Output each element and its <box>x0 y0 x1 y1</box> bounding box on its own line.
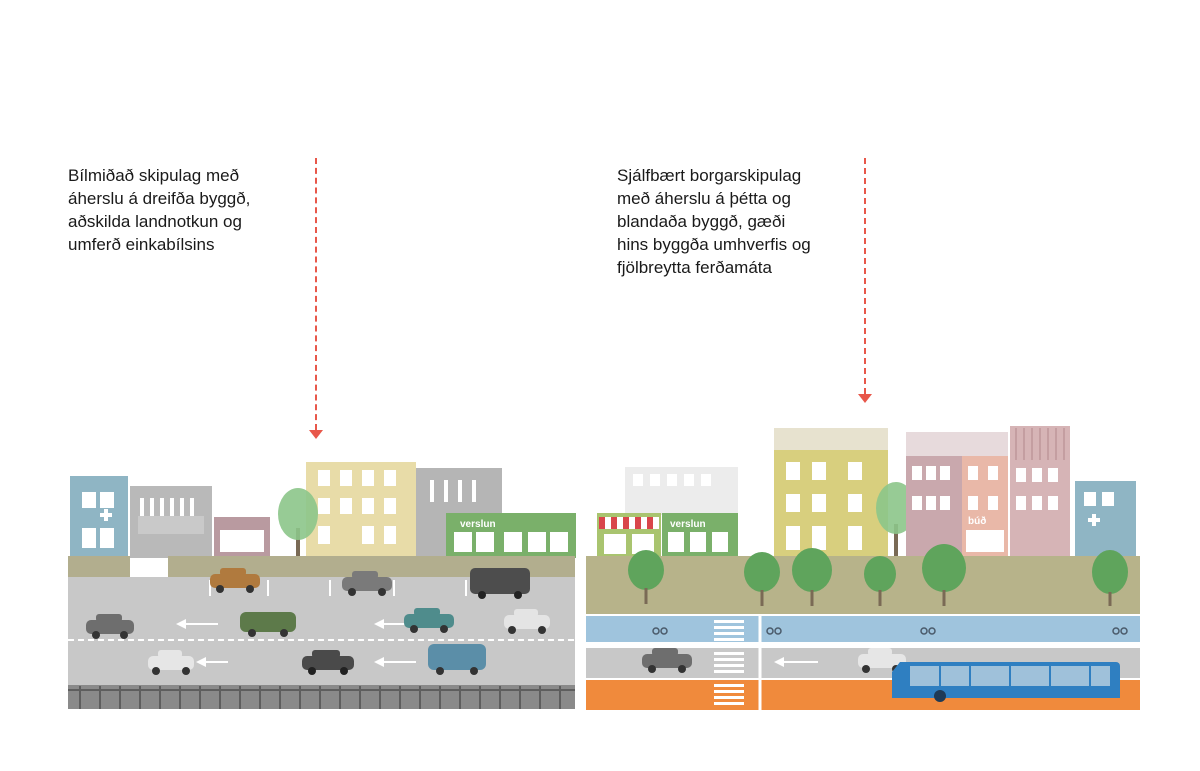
lane-arrows <box>176 619 416 667</box>
sidewalk <box>68 556 130 577</box>
van <box>470 568 530 599</box>
car <box>504 609 550 634</box>
right-caption: Sjálfbært borgarskipulag með áherslu á þ… <box>617 166 811 277</box>
right-street-scene: verslun búð <box>586 426 1140 710</box>
right-shop-sign: búð <box>968 515 986 527</box>
car <box>642 648 692 673</box>
shop-building <box>597 513 661 558</box>
crosswalk <box>714 620 744 705</box>
lane-arrow <box>774 657 818 667</box>
office-building <box>306 462 416 558</box>
trees-row <box>628 544 1128 594</box>
car <box>148 650 194 675</box>
tree <box>278 488 318 556</box>
mixed-use-building-yellow <box>774 428 888 558</box>
fence <box>68 685 575 709</box>
right-marker-arrow <box>858 394 872 403</box>
car <box>302 650 354 675</box>
plaza <box>586 556 1140 614</box>
car <box>210 568 260 593</box>
bus <box>892 662 1120 702</box>
right-marker-line <box>864 158 866 394</box>
clinic-building <box>70 476 128 556</box>
supermarket-building: verslun <box>446 513 576 558</box>
van <box>428 644 486 675</box>
car <box>86 614 134 639</box>
parking-garage <box>130 486 212 558</box>
bike-lane <box>586 616 1140 642</box>
left-marker-arrow <box>309 430 323 439</box>
right-store-sign: verslun <box>670 519 706 530</box>
supermarket-building: verslun <box>662 513 738 558</box>
mixed-use-building-pink: búð <box>906 432 1008 558</box>
left-marker-line <box>315 158 317 430</box>
minivan <box>240 612 296 637</box>
cyclists <box>652 627 1128 635</box>
left-store-sign: verslun <box>460 519 496 530</box>
small-shop-building <box>214 517 270 557</box>
car <box>404 608 454 633</box>
mixed-use-building-striped <box>1010 426 1070 558</box>
left-street-scene: verslun <box>68 462 576 709</box>
clinic-building <box>1075 481 1136 557</box>
white-building <box>625 467 738 515</box>
left-caption: Bílmiðað skipulag með áherslu á dreifða … <box>68 166 251 254</box>
car <box>342 571 392 596</box>
